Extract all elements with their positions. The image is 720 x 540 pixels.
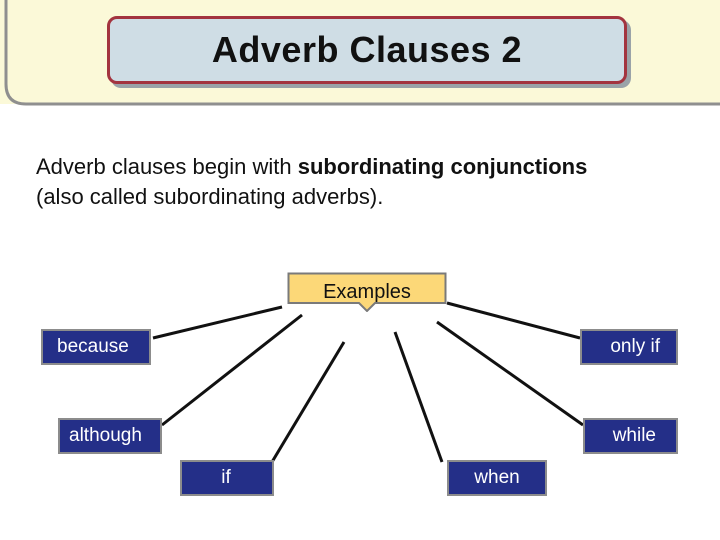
intro-text: Adverb clauses begin with subordinating …: [36, 152, 696, 212]
header-frame-line: [4, 0, 720, 106]
title-box: Adverb Clauses 2: [107, 16, 627, 84]
intro-part-1: Adverb clauses begin with: [36, 154, 298, 179]
connector-only-if: [446, 301, 581, 340]
word-because: because: [41, 329, 151, 365]
word-while: while: [583, 418, 678, 454]
examples-box: [287, 272, 447, 312]
connector-while: [436, 320, 584, 427]
connector-although: [161, 313, 303, 427]
intro-bold-term: subordinating conjunctions: [297, 154, 588, 179]
intro-part-2: (also called subordinating adverbs).: [36, 184, 384, 209]
word-if: if: [180, 460, 274, 496]
connector-if: [270, 341, 346, 463]
word-only-if: only if: [580, 329, 678, 365]
word-when: when: [447, 460, 547, 496]
examples-label: Examples: [323, 281, 411, 303]
connector-because: [152, 305, 283, 340]
word-although: although: [58, 418, 162, 454]
connector-when: [393, 331, 444, 463]
page-title: Adverb Clauses 2: [211, 29, 523, 70]
